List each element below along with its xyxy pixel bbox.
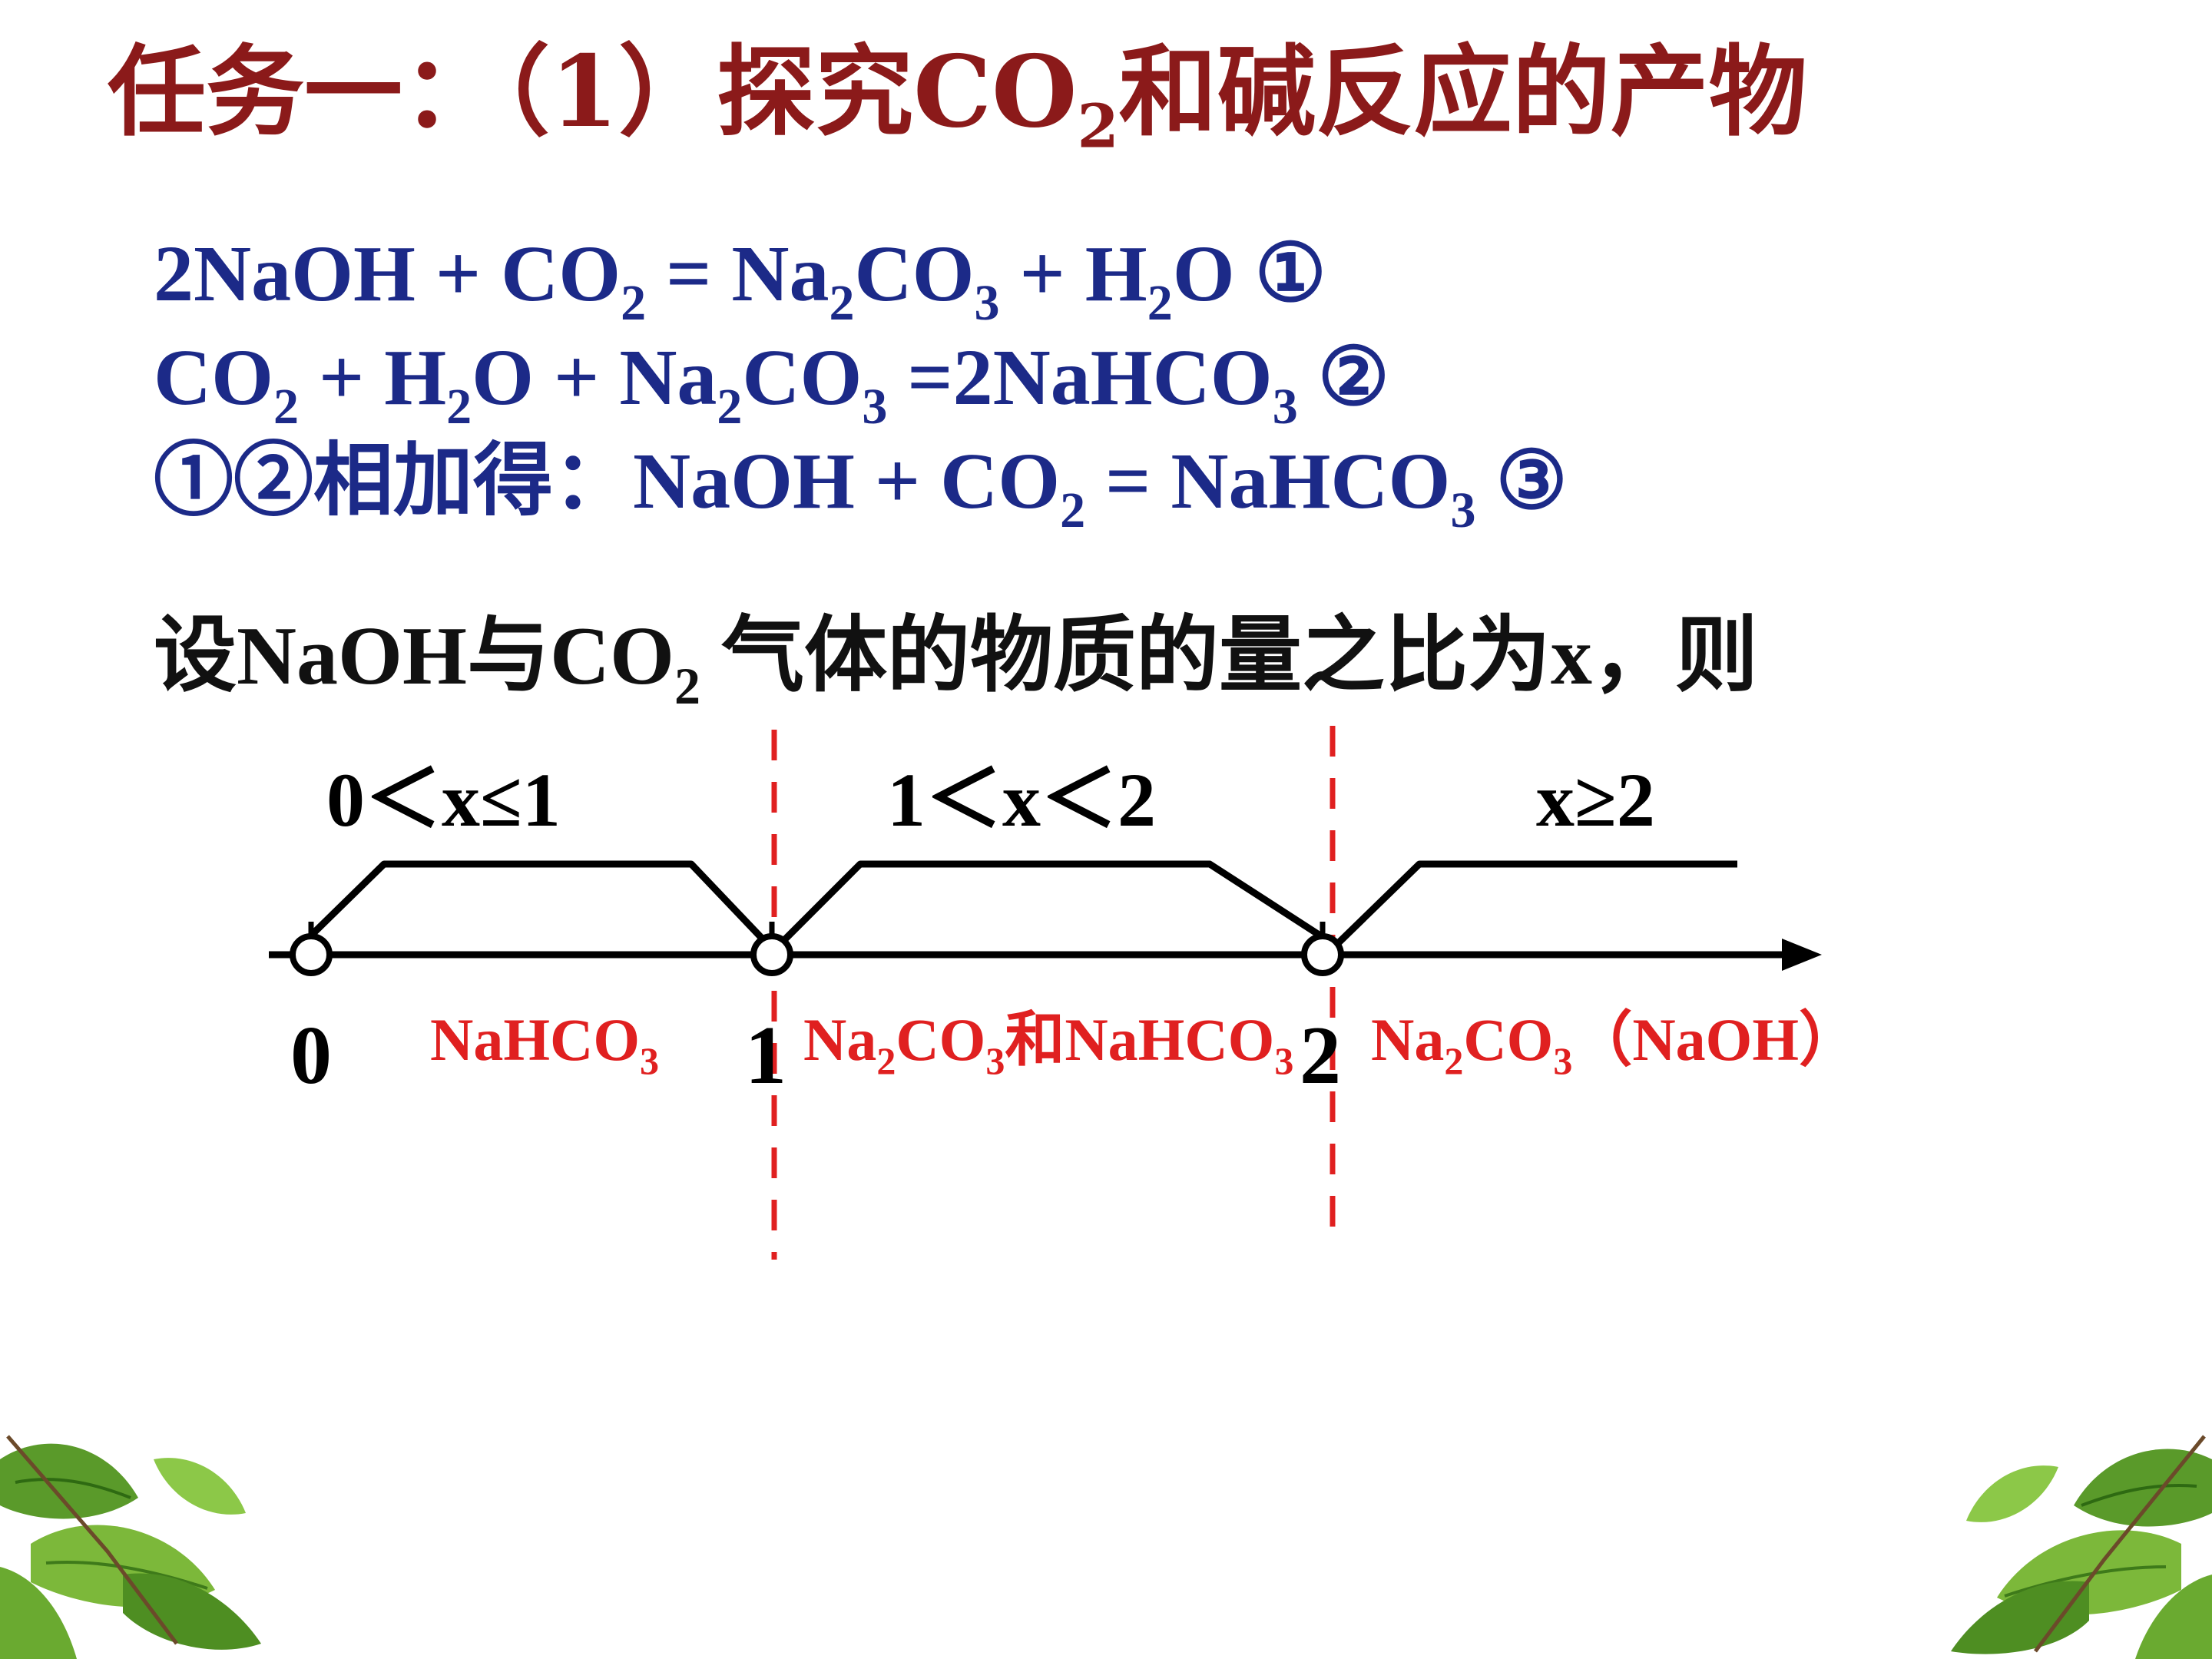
range-label-1: 0＜x≤1 (326, 757, 561, 843)
tick-label-2: 2 (1300, 1010, 1341, 1101)
range-bracket-2 (773, 860, 1327, 952)
leaf-decoration-left-icon (0, 1435, 261, 1659)
point-0-circle (290, 933, 333, 976)
range-bracket-3 (1330, 860, 1737, 952)
range-label-3: x≥2 (1536, 757, 1655, 843)
equation-1: 2NaOH + CO2 = Na2CO3 + H2O ① (154, 230, 1326, 332)
page-title: 任务一：（1）探究CO2和碱反应的产物 (108, 35, 1807, 162)
product-label-3: Na2CO3（NaOH） (1371, 1006, 1859, 1082)
product-label-2: Na2CO3和NaHCO3 (803, 1006, 1293, 1082)
range-label-2: 1＜x＜2 (887, 757, 1156, 843)
point-2-circle (1301, 933, 1344, 976)
leaf-decoration-right-icon (1951, 1435, 2212, 1659)
tick-label-0: 0 (290, 1010, 332, 1101)
equation-2: CO2 + H2O + Na2CO3 =2NaHCO3 ② (154, 333, 1389, 435)
point-1-circle (750, 933, 793, 976)
axis-arrow-icon (1782, 939, 1822, 971)
ratio-statement: 设NaOH与CO2 气体的物质的量之比为x，则 (154, 611, 1759, 715)
range-bracket-1 (308, 860, 771, 948)
product-label-1: NaHCO3 (430, 1006, 659, 1082)
equation-3: ①②相加得：NaOH + CO2 = NaHCO3 ③ (154, 437, 1568, 539)
tick-label-1: 1 (745, 1010, 786, 1101)
